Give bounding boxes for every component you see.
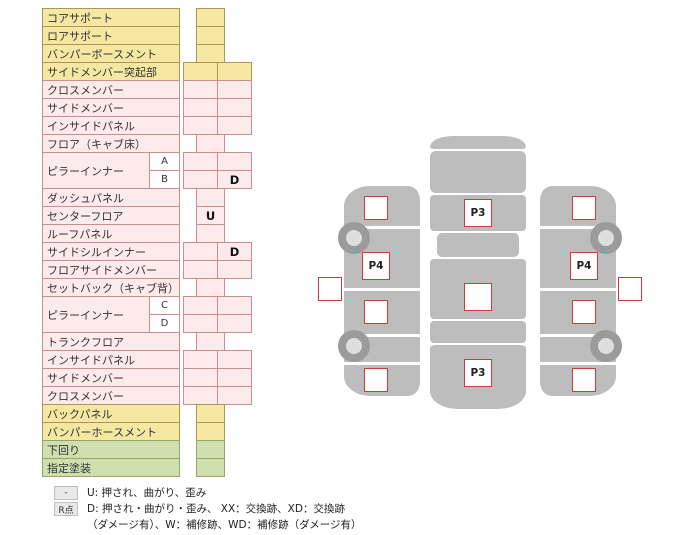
car-body-segment [430,151,526,193]
damage-marker [364,300,388,324]
car-body-segment [430,136,526,149]
part-label: トランクフロア [42,332,180,351]
legend-text: （ダメージ有）、W：補修跡、WD：補修跡（ダメージ有） [87,519,362,531]
legend-row: - U: 押され、曲がり、歪み [54,486,362,500]
damage-marker [572,300,596,324]
status-cell [196,458,225,477]
car-body-segment [430,321,526,343]
damage-marker: P3 [464,359,492,387]
center-car-top-view: P3 P3 [430,136,526,410]
rear-wheel-icon [338,330,370,362]
panel-seam-line [344,334,420,337]
damage-marker [618,277,642,301]
status-cell [217,314,252,333]
part-label: 指定塗装 [42,458,180,477]
part-label: ダッシュパネル [42,188,180,207]
part-label: クロスメンバー [42,386,180,405]
part-label: バンパーホースメント [42,422,180,441]
part-label: サイドメンバー [42,368,180,387]
damage-marker: P4 [362,252,390,280]
left-car-side-view: P4 [338,186,420,396]
part-label: 下回り [42,440,180,459]
part-label: クロスメンバー [42,80,180,99]
status-cell [217,116,252,135]
damage-marker [572,196,596,220]
panel-seam-line [540,334,616,337]
part-label: ルーフパネル [42,224,180,243]
legend-text: U: 押され、曲がり、歪み [87,487,207,499]
front-wheel-icon [590,222,622,254]
damage-marker [318,277,342,301]
rear-wheel-icon [590,330,622,362]
legend-key-rten: R点 [54,502,78,516]
legend: - U: 押され、曲がり、歪み R点 D: 押され・曲がり・歪み、 XX：交換跡… [54,486,362,534]
legend-text: D: 押され・曲がり・歪み、 XX：交換跡、XD：交換跡 [87,503,345,515]
status-cell [217,260,252,279]
part-label: バンパーボースメント [42,44,180,63]
panel-seam-line [344,288,420,291]
damage-marker: P4 [570,252,598,280]
damage-marker [364,368,388,392]
right-car-side-view: P4 [540,186,622,396]
car-body-segment [437,233,519,257]
panel-seam-line [540,288,616,291]
part-label: フロアサイドメンバー [42,260,180,279]
panel-seam-line [540,226,616,229]
panel-seam-line [344,226,420,229]
damage-marker [364,196,388,220]
damage-marker: P3 [464,199,492,227]
panel-seam-line [344,362,420,365]
parts-table: コアサポートロアサポートバンパーボースメントサイドメンバー突起部クロスメンバーサ… [42,8,254,478]
status-cell: D [217,170,252,189]
legend-row: R点 D: 押され・曲がり・歪み、 XX：交換跡、XD：交換跡 [54,502,362,516]
damage-marker [464,283,492,311]
part-label: サイドシルインナー [42,242,180,261]
part-label: サイドメンバー突起部 [42,62,180,81]
front-wheel-icon [338,222,370,254]
status-cell [217,386,252,405]
legend-row: （ダメージ有）、W：補修跡、WD：補修跡（ダメージ有） [54,518,362,532]
damage-marker [572,368,596,392]
panel-seam-line [540,362,616,365]
part-label: ピラーインナー [42,296,150,333]
legend-key-dash: - [54,486,78,500]
